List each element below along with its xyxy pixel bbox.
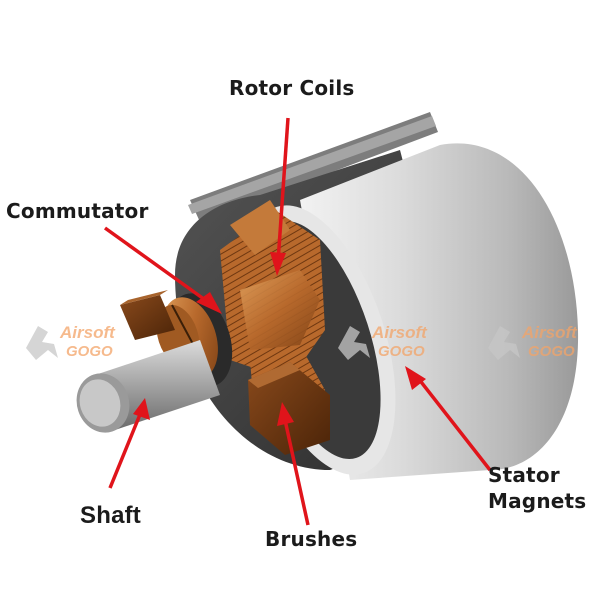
label-commutator: Commutator [6,199,149,223]
arrowhead-rotor-coils [270,252,286,276]
label-rotor-coils: Rotor Coils [229,76,355,100]
watermark-line2: GOGO [378,343,425,360]
pointer-arrows [103,117,492,526]
watermark-logo-left: Airsoft GOGO [26,323,116,360]
watermark-line1: Airsoft [59,323,116,342]
label-shaft: Shaft [80,502,141,529]
arrow-stator-magnets [416,376,492,472]
watermark-line2: GOGO [528,343,575,360]
label-stator-line2: Magnets [488,489,587,513]
arrow-brushes [283,419,310,526]
brushes [120,290,330,455]
watermark: Airsoft GOGO Airsoft GOGO Airsoft GOGO [26,323,578,360]
label-stator-line1: Stator [488,463,560,487]
arrow-commutator [103,226,210,304]
watermark-line1: Airsoft [521,323,578,342]
watermark-logo-right: Airsoft GOGO [488,323,578,360]
arrowhead-stator-magnets [405,366,426,390]
arrowhead-brushes [277,402,294,426]
label-brushes: Brushes [265,527,358,551]
watermark-line1: Airsoft [371,323,428,342]
arrowhead-shaft [133,398,150,420]
arrowhead-commutator [196,292,222,314]
arrow-shaft [108,411,143,489]
shaft [76,340,220,433]
watermark-line2: GOGO [66,343,113,360]
label-stator-magnets: Stator Magnets [488,462,586,514]
arrow-rotor-coils [276,117,290,263]
watermark-logo-center: Airsoft GOGO [338,323,428,360]
